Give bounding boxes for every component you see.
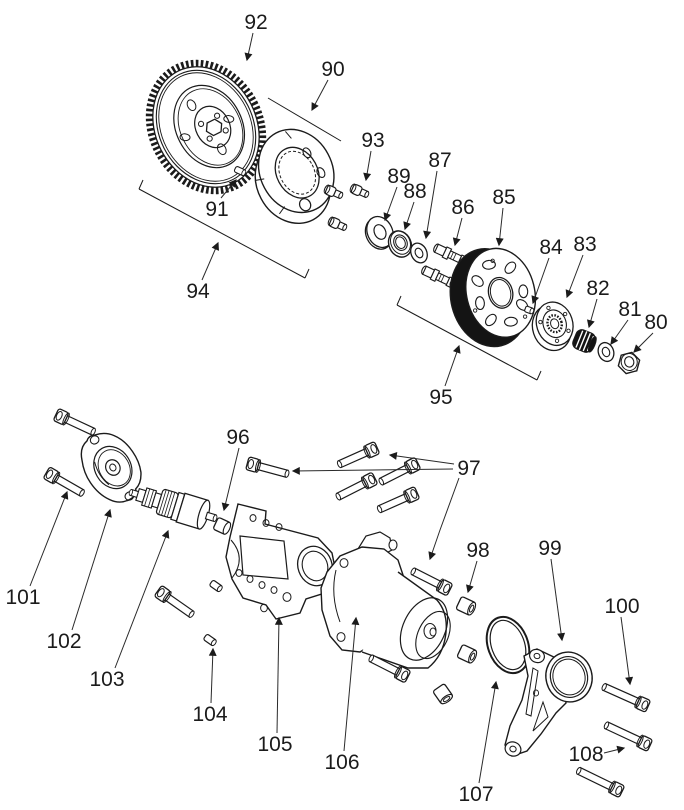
callout-80: 80: [644, 311, 667, 334]
washer-87-drawing: [410, 242, 428, 264]
leader-96: [221, 447, 240, 512]
leader-107: [478, 680, 499, 784]
callout-85: 85: [492, 186, 515, 209]
bolts-100-108-drawing: [573, 679, 654, 799]
dowel-pins-104-drawing: [202, 579, 224, 648]
leader-87: [423, 170, 438, 240]
leader-89: [383, 186, 398, 222]
callout-92: 92: [244, 11, 267, 34]
callout-102: 102: [46, 630, 81, 653]
washer-81-drawing: [597, 341, 615, 363]
callout-91: 91: [205, 198, 228, 221]
leader-102: [71, 508, 112, 631]
leader-97a: [388, 451, 455, 465]
mounting-bracket-drawing: [225, 503, 337, 620]
callout-101: 101: [5, 586, 40, 609]
callout-90: 90: [321, 58, 344, 81]
callout-82: 82: [586, 277, 609, 300]
leader-99: [550, 558, 566, 642]
drive-gear-shaft-drawing: [128, 487, 218, 530]
key-pin-84-drawing: [524, 305, 535, 315]
extent-lines: [138, 97, 542, 381]
callout-107: 107: [458, 783, 493, 806]
callout-103: 103: [89, 668, 124, 691]
callout-88: 88: [403, 180, 426, 203]
callout-96: 96: [226, 426, 249, 449]
leader-lines: [29, 32, 654, 784]
callout-labels: 80 81 82 83 84 85 86 87 88 89 90 91 92 9…: [5, 11, 667, 806]
leader-92: [244, 32, 254, 62]
leader-81: [610, 319, 629, 345]
callout-108: 108: [568, 743, 603, 766]
leader-104: [208, 647, 217, 704]
callout-105: 105: [257, 733, 292, 756]
callout-87: 87: [428, 149, 451, 172]
clutch-drum-drawing: [449, 247, 537, 348]
leader-100: [620, 616, 634, 686]
callout-94: 94: [186, 280, 210, 303]
leader-86: [452, 217, 463, 247]
hub-flange-drawing: [531, 301, 574, 352]
callout-106: 106: [324, 751, 359, 774]
pan-screws-93-drawing: [322, 182, 371, 234]
leader-90: [311, 79, 329, 112]
leader-94: [201, 241, 219, 281]
nut-80-drawing: [617, 351, 641, 375]
callout-86: 86: [451, 196, 474, 219]
leader-95: [444, 344, 461, 387]
one-way-bearing-drawing: [572, 329, 597, 353]
leader-108: [603, 745, 626, 754]
leader-101: [29, 490, 69, 587]
callout-95: 95: [429, 386, 452, 409]
callout-81: 81: [618, 298, 641, 321]
leader-85: [495, 207, 504, 247]
leader-80: [633, 332, 654, 353]
leader-97c: [428, 477, 460, 561]
leader-91: [220, 179, 237, 199]
callout-84: 84: [539, 236, 563, 259]
callout-89: 89: [387, 165, 410, 188]
leader-106: [343, 616, 360, 752]
callout-100: 100: [604, 595, 639, 618]
clutch-shoe-assembly-drawing: [254, 128, 335, 225]
leader-83: [565, 254, 584, 299]
leader-93: [363, 150, 372, 182]
callout-93: 93: [361, 129, 384, 152]
leader-98: [466, 560, 478, 594]
washer-89-drawing: [364, 215, 394, 250]
leader-88: [403, 201, 415, 231]
leader-97b: [291, 466, 454, 475]
gear-cover-plate-drawing: [80, 432, 142, 503]
leader-105: [274, 616, 283, 734]
callout-104: 104: [192, 703, 227, 726]
bushing-96-drawing: [213, 517, 232, 535]
starter-motor-drawing: [320, 531, 451, 669]
leader-84: [531, 257, 550, 305]
leader-103: [114, 529, 170, 669]
callout-98: 98: [466, 539, 489, 562]
callout-99: 99: [538, 537, 561, 560]
leader-82: [587, 298, 598, 329]
callout-97: 97: [457, 457, 480, 480]
callout-83: 83: [573, 233, 596, 256]
support-bracket-drawing: [504, 648, 593, 757]
